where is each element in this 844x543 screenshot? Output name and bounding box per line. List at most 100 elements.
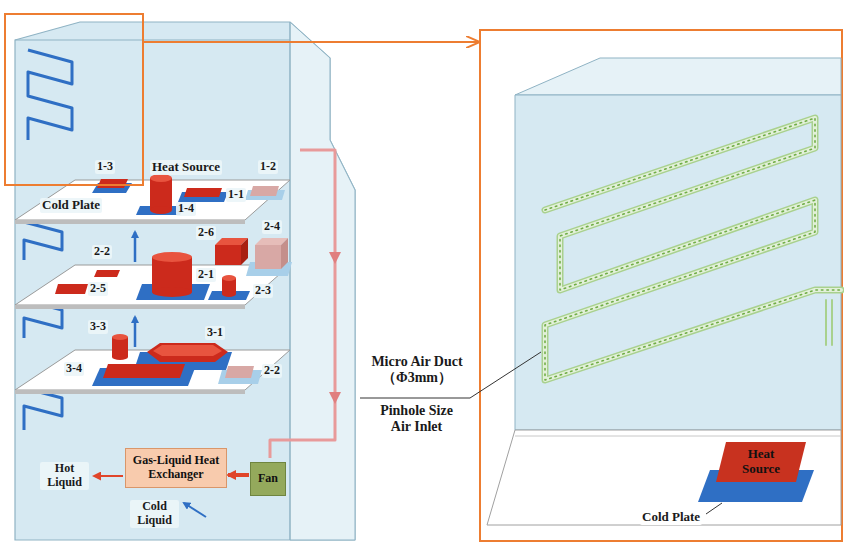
component bbox=[55, 284, 88, 294]
airflow-arrow bbox=[134, 232, 137, 347]
fan-box: Fan bbox=[250, 462, 286, 496]
component bbox=[97, 179, 128, 188]
leader-line bbox=[470, 352, 541, 398]
air-pipe bbox=[329, 392, 341, 404]
wall-duct bbox=[24, 388, 62, 430]
component bbox=[92, 334, 262, 386]
liquid-arrow bbox=[94, 475, 123, 477]
text-group: Heat Source bbox=[733, 447, 789, 477]
air-pipe bbox=[329, 252, 341, 264]
heat-exchanger-box: Gas-Liquid Heat Exchanger bbox=[125, 448, 227, 488]
zoom-wall bbox=[515, 95, 841, 430]
node-text: Fan bbox=[258, 472, 278, 486]
component bbox=[92, 174, 285, 215]
component bbox=[250, 186, 279, 196]
component bbox=[241, 238, 248, 265]
shelf bbox=[15, 390, 245, 394]
component bbox=[150, 174, 172, 182]
leader-line bbox=[706, 503, 722, 514]
leader-line bbox=[360, 398, 470, 399]
cabinet bbox=[15, 22, 355, 540]
component bbox=[112, 334, 128, 340]
component bbox=[152, 287, 192, 297]
micro-air-duct bbox=[545, 118, 841, 380]
airflow-arrow bbox=[134, 232, 137, 262]
liquid-arrow bbox=[184, 503, 206, 517]
micro-air-duct bbox=[831, 300, 833, 345]
airflow-arrow bbox=[134, 317, 137, 347]
callout-number: 1-3 bbox=[95, 160, 115, 174]
zoom-wall bbox=[487, 430, 841, 525]
callout-number: 2-1 bbox=[196, 268, 216, 282]
micro-air-duct bbox=[545, 118, 841, 380]
shelf bbox=[15, 180, 290, 394]
zoom-frame bbox=[5, 14, 143, 185]
shelf bbox=[15, 305, 245, 309]
component bbox=[225, 366, 254, 378]
component bbox=[55, 238, 292, 300]
zoom-wall bbox=[487, 58, 841, 525]
component bbox=[222, 275, 236, 281]
text-group: Gas-Liquid Heat Exchanger bbox=[132, 454, 220, 482]
callout-number: 2-5 bbox=[88, 282, 108, 296]
part-label: Micro Air Duct （Φ3mm） bbox=[360, 354, 474, 386]
zoom-frame bbox=[5, 14, 842, 541]
component bbox=[94, 270, 120, 277]
flow-label: Cold Liquid bbox=[130, 500, 179, 528]
callout-number: 3-1 bbox=[205, 326, 225, 340]
part-label: Cold Plate bbox=[40, 198, 102, 213]
wall-duct bbox=[28, 50, 72, 140]
component bbox=[150, 206, 172, 214]
wall-duct bbox=[24, 222, 62, 260]
zoom-wall bbox=[515, 58, 841, 95]
zoom-wall bbox=[515, 436, 841, 437]
component bbox=[255, 245, 281, 269]
zoom-frame bbox=[143, 41, 478, 43]
callout-number: 2-3 bbox=[253, 284, 273, 298]
heat-source-shape bbox=[716, 442, 806, 482]
callout-number: 3-3 bbox=[88, 320, 108, 334]
component bbox=[112, 354, 128, 360]
component bbox=[215, 245, 241, 265]
text-group: Fan bbox=[258, 472, 278, 486]
part-label: Cold Plate bbox=[640, 510, 702, 525]
cabinet bbox=[290, 22, 291, 540]
airflow-connector bbox=[228, 473, 249, 477]
air-pipe bbox=[270, 150, 335, 458]
cabinet bbox=[15, 22, 355, 540]
callout-number: 2-6 bbox=[196, 226, 216, 240]
component bbox=[152, 252, 192, 262]
callout-number: 2-2 bbox=[262, 364, 282, 378]
callout-number: 1-2 bbox=[258, 160, 278, 174]
leader-line bbox=[360, 352, 722, 514]
flow-label: Hot Liquid bbox=[40, 462, 89, 490]
node-text: Heat Source bbox=[733, 447, 789, 477]
cabinet bbox=[15, 40, 290, 41]
component bbox=[150, 178, 172, 210]
part-label: Heat Source bbox=[150, 160, 222, 175]
shelf bbox=[15, 220, 245, 224]
zoom-frame bbox=[480, 30, 842, 541]
micro-air-duct bbox=[545, 118, 841, 380]
component bbox=[152, 257, 192, 292]
micro-air-duct bbox=[825, 300, 827, 345]
callout-number: 3-4 bbox=[64, 362, 84, 376]
component bbox=[222, 291, 236, 297]
air-pipe bbox=[270, 150, 341, 458]
micro-air-duct bbox=[545, 118, 841, 380]
callout-number: 1-4 bbox=[176, 202, 196, 216]
callout-number: 1-1 bbox=[226, 188, 246, 202]
component bbox=[147, 343, 228, 362]
component bbox=[208, 291, 250, 300]
cabinet bbox=[290, 22, 355, 540]
component bbox=[103, 364, 185, 378]
component bbox=[184, 188, 222, 197]
component bbox=[281, 238, 288, 269]
component bbox=[153, 345, 222, 356]
node-text: Gas-Liquid Heat Exchanger bbox=[132, 454, 220, 482]
part-label: Pinhole Size Air Inlet bbox=[367, 403, 466, 435]
callout-number: 2-2 bbox=[92, 245, 112, 259]
heat-source-block: Heat Source bbox=[716, 442, 806, 482]
